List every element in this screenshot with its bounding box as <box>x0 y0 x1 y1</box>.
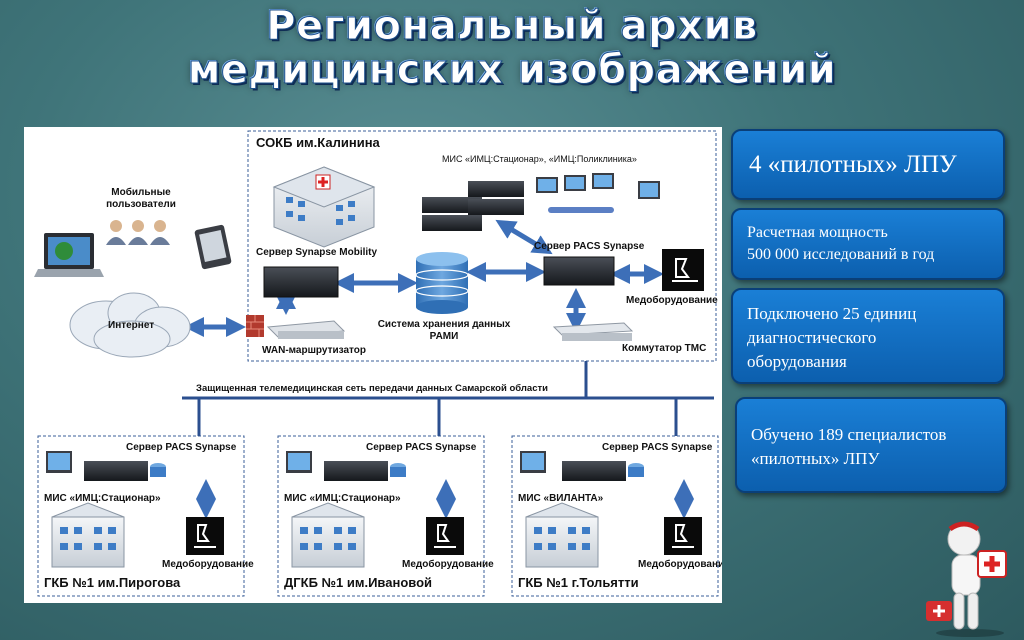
tms-switch-label: Коммутатор ТМС <box>622 343 707 354</box>
branch-region-2 <box>277 435 485 597</box>
arrows <box>184 219 694 519</box>
info-box-pilot-clinics: 4 «пилотных» ЛПУ <box>731 129 1005 200</box>
branch-2-server-label: Сервер PACS Synapse <box>366 442 477 453</box>
info-box-4-line-2: «пилотных» ЛПУ <box>751 449 880 468</box>
info-box-1-text: 4 «пилотных» ЛПУ <box>749 151 957 178</box>
mis-servers-icon <box>422 181 524 231</box>
branch-1-name: ГКБ №1 им.Пирогова <box>44 575 181 590</box>
title-line-1: Региональный архив <box>266 3 758 49</box>
branch-1-server-label: Сервер PACS Synapse <box>126 442 237 453</box>
diagram-graphics <box>34 130 719 597</box>
info-box-3-line-3: оборудования <box>747 352 847 371</box>
branch-2-equipment-label: Медоборудование <box>402 559 494 570</box>
main-hospital-region <box>247 130 717 362</box>
slide-title: Региональный архив медицинских изображен… <box>0 3 1024 93</box>
info-box-capacity: Расчетная мощность 500 000 исследований … <box>731 208 1005 280</box>
info-box-3-line-1: Подключено 25 единиц <box>747 304 917 323</box>
branch-3-server-label: Сервер PACS Synapse <box>602 442 713 453</box>
network-lines <box>182 361 714 436</box>
internet-cloud-icon <box>69 292 191 358</box>
mobile-users-label: Мобильные пользователи <box>106 187 176 210</box>
pacs-server-icon <box>543 256 615 286</box>
storage-label: Система хранения данных PAMИ <box>377 319 511 342</box>
doctor-figure-icon <box>926 521 1007 637</box>
info-box-4-line-1: Обучено 189 специалистов <box>751 425 947 444</box>
branch-2-icons <box>286 451 464 568</box>
medical-equipment-icon <box>662 249 704 291</box>
branch-region-3 <box>511 435 719 597</box>
branch-1-mis-label: МИС «ИМЦ:Стационар» <box>44 493 161 504</box>
tablet-icon <box>194 224 232 270</box>
pacs-server-label: Сервер PACS Synapse <box>534 241 645 252</box>
title-line-2: медицинских изображений <box>187 47 837 93</box>
network-label: Защищенная телемедицинская сеть передачи… <box>196 383 548 394</box>
info-box-2-line-1: Расчетная мощность <box>747 224 888 241</box>
internet-label: Интернет <box>108 320 155 331</box>
branch-3-mis-label: МИС «ВИЛАНТА» <box>518 493 604 504</box>
laptop-icon <box>34 233 104 277</box>
info-box-equipment: Подключено 25 единиц диагностического об… <box>731 288 1005 384</box>
branch-region-1 <box>37 435 245 597</box>
storage-icon <box>415 252 469 314</box>
branch-2-mis-label: МИС «ИМЦ:Стационар» <box>284 493 401 504</box>
hospital-building-icon <box>272 166 376 248</box>
branch-1-icons <box>46 451 224 568</box>
info-box-2-line-2: 500 000 исследований в год <box>747 246 935 263</box>
users-icon <box>106 220 170 245</box>
wan-router-icon <box>246 315 346 339</box>
mis-main-label: МИС «ИМЦ:Стационар», «ИМЦ:Поликлиника» <box>442 154 637 164</box>
info-box-trained: Обучено 189 специалистов «пилотных» ЛПУ <box>735 397 1007 493</box>
mobility-server-icon <box>263 266 339 298</box>
info-box-3-line-2: диагностического <box>747 328 877 347</box>
branch-1-equipment-label: Медоборудование <box>162 559 254 570</box>
branch-2-name: ДГКБ №1 им.Ивановой <box>284 575 433 590</box>
mobility-server-label: Сервер Synapse Mobility <box>256 247 378 258</box>
network-diagram: СОКБ им.Калинина МИС «ИМЦ:Стационар», «И… <box>24 127 722 603</box>
branch-3-icons <box>520 451 702 568</box>
branch-3-name: ГКБ №1 г.Тольятти <box>518 575 639 590</box>
branch-3-equipment-label: Медоборудование <box>638 559 722 570</box>
wan-router-label: WAN-маршрутизатор <box>262 345 367 356</box>
workstations-icon <box>536 173 660 213</box>
main-hospital-label: СОКБ им.Калинина <box>256 135 380 150</box>
medical-equipment-label: Медоборудование <box>626 295 718 306</box>
tms-switch-icon <box>552 322 634 341</box>
